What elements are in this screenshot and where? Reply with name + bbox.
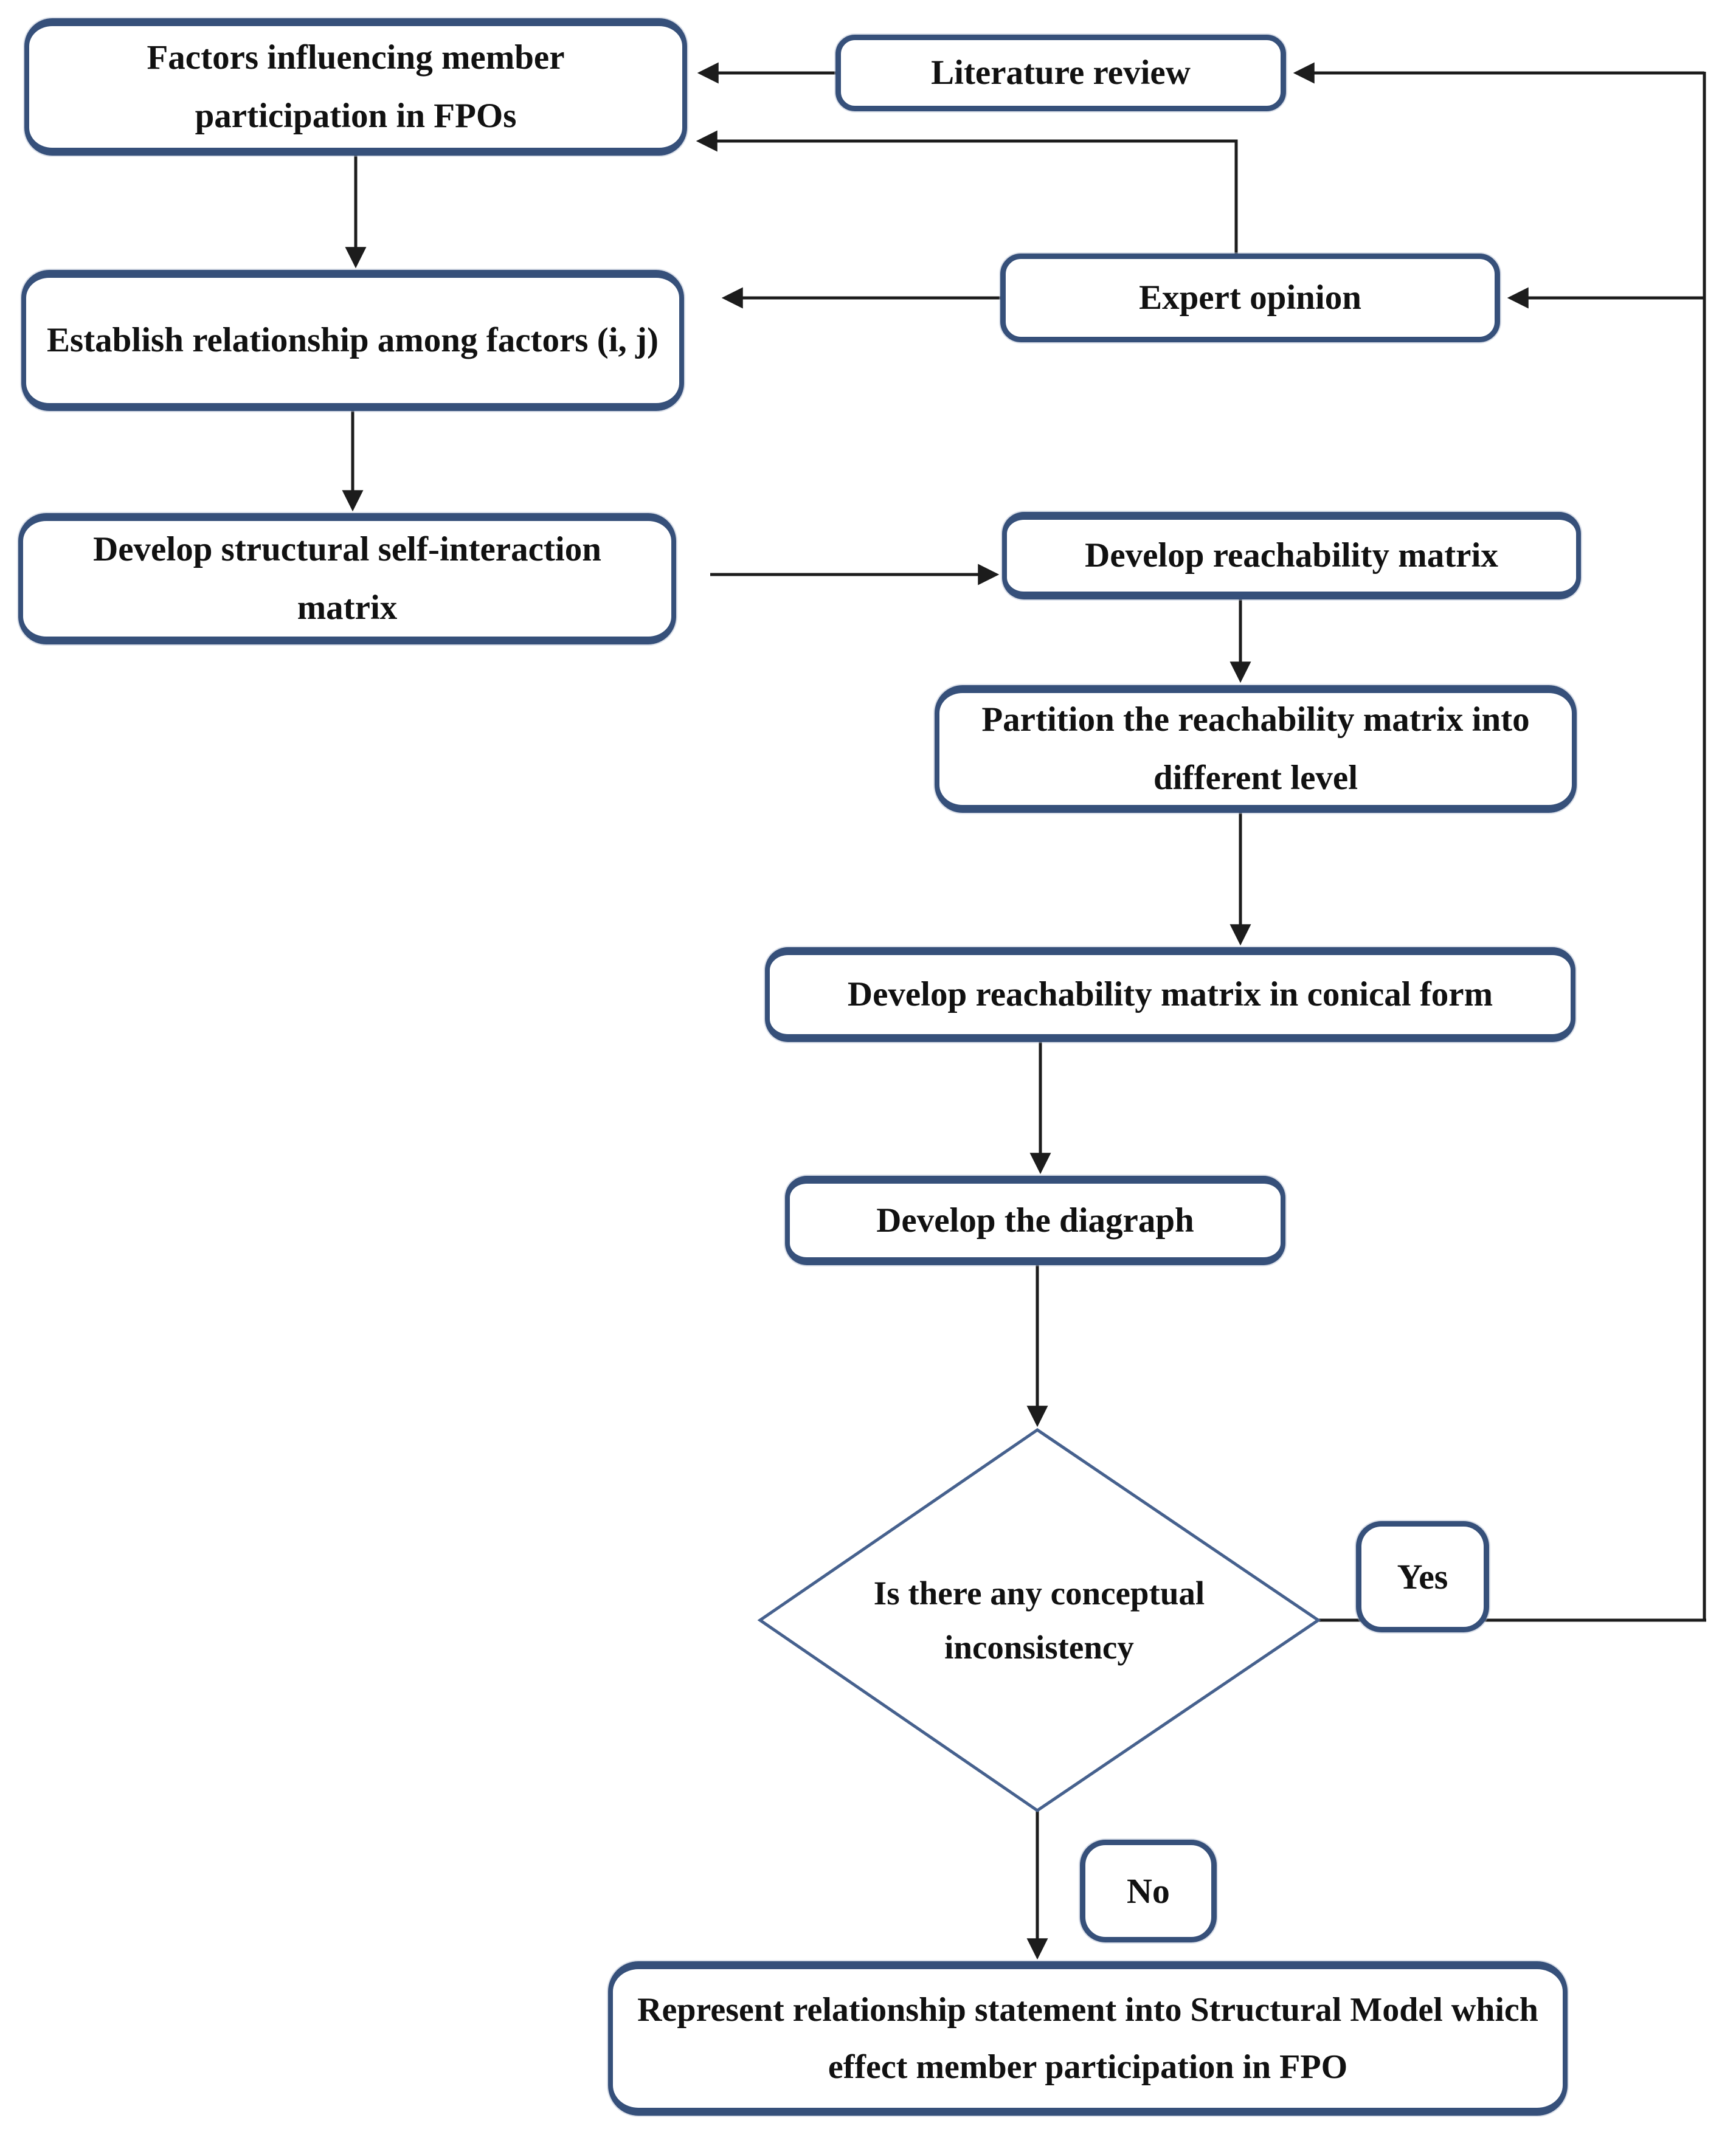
decision-diamond — [757, 1427, 1321, 1813]
node-establish-relationship-label: Establish relationship among factors (i,… — [47, 321, 659, 360]
node-partition-levels-label: Partition the reachability matrix into d… — [981, 700, 1530, 797]
node-reachability-matrix-label: Develop reachability matrix — [1085, 536, 1498, 575]
yes-label: Yes — [1397, 1557, 1448, 1596]
node-digraph-label: Develop the diagraph — [876, 1201, 1194, 1240]
decision-diamond-label: Is there any conceptual inconsistency — [872, 1508, 1206, 1733]
arrow-expert-to-factors — [696, 130, 1238, 254]
node-conical-form: Develop reachability matrix in conical f… — [765, 947, 1575, 1042]
node-literature-review: Literature review — [835, 35, 1286, 111]
node-ssim-label: Develop structural self-interaction matr… — [93, 530, 601, 627]
node-expert-opinion: Expert opinion — [1000, 254, 1500, 342]
node-digraph: Develop the diagraph — [785, 1176, 1285, 1265]
node-final-model: Represent relationship statement into St… — [608, 1961, 1568, 2116]
node-expert-opinion-label: Expert opinion — [1139, 278, 1361, 317]
node-ssim: Develop structural self-interaction matr… — [18, 513, 676, 644]
no-label: No — [1127, 1871, 1170, 1911]
node-reachability-matrix: Develop reachability matrix — [1002, 512, 1581, 599]
yes-label-box: Yes — [1356, 1521, 1489, 1632]
node-literature-review-label: Literature review — [931, 54, 1191, 92]
node-final-model-label: Represent relationship statement into St… — [637, 1990, 1538, 2086]
node-conical-form-label: Develop reachability matrix in conical f… — [847, 975, 1493, 1014]
node-establish-relationship: Establish relationship among factors (i,… — [21, 270, 684, 411]
node-partition-levels: Partition the reachability matrix into d… — [935, 685, 1577, 813]
node-factors: Factors influencing member participation… — [24, 18, 687, 156]
decision-text: Is there any conceptual inconsistency — [873, 1574, 1205, 1666]
no-label-box: No — [1080, 1840, 1217, 1942]
node-factors-label: Factors influencing member participation… — [147, 38, 565, 135]
